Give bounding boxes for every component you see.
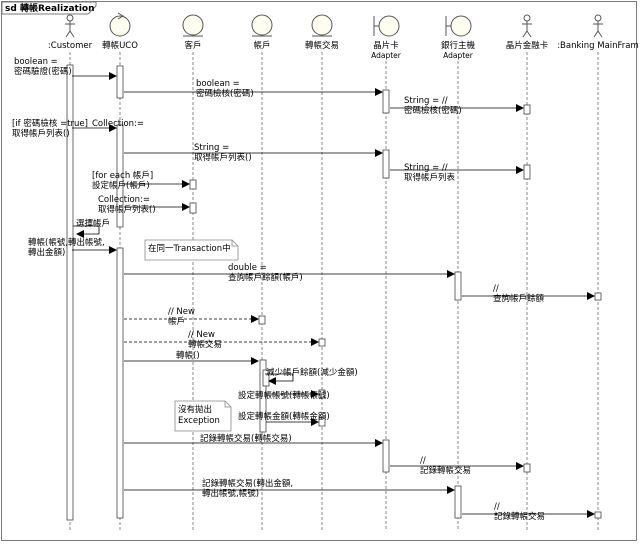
transfer-entity-icon <box>311 14 333 37</box>
message-label-m11: double = <box>228 263 267 273</box>
message-label-m5: String = <box>194 143 229 153</box>
message-m9-arrow <box>73 225 100 238</box>
message-label-m6: String = // <box>404 163 448 173</box>
activation-customer <box>66 64 74 521</box>
message-label-m2: boolean = <box>196 79 240 89</box>
message-label-m20: // <box>420 456 426 466</box>
activation-client <box>189 179 197 190</box>
uco-control-icon <box>109 12 131 37</box>
participant-customer: :Customer <box>48 14 93 530</box>
participant-account: 帳戶 <box>251 14 273 530</box>
message-label-m13: 帳戶 <box>168 316 185 327</box>
note-n1: 在同一Transaction中 <box>144 239 239 261</box>
message-label-m19: 記錄轉帳交易(轉帳交易) <box>200 433 292 444</box>
activation-card <box>382 89 390 114</box>
activation-account <box>259 359 267 433</box>
message-label-m18: 設定轉帳金額(轉帳金額) <box>238 411 330 422</box>
message-label-m4b: Collection:= <box>92 119 144 129</box>
note-text-n2: Exception <box>178 416 220 426</box>
frame-title-tab: sd 轉帳Realization <box>1 1 97 15</box>
message-label-m16: 減少帳戶餘額(減少金額) <box>266 367 358 378</box>
mainframe-actor-icon <box>593 14 603 38</box>
uco-name: 轉帳UCO <box>102 40 138 51</box>
customer-name: :Customer <box>48 41 93 51</box>
activation-mainframe <box>594 292 602 301</box>
activation-bank <box>454 485 462 519</box>
client-name: 客戶 <box>184 40 201 51</box>
message-label-m9: 選擇帳戶 <box>76 218 110 229</box>
message-label-m3: String = // <box>404 96 448 106</box>
activation-transfer <box>318 389 326 399</box>
message-label-m21: 轉出帳號,帳號) <box>202 488 259 499</box>
mainframe-name: :Banking MainFram <box>557 41 639 51</box>
activation-transfer <box>318 417 326 427</box>
participant-cardsys: 晶片金融卡 <box>506 14 549 530</box>
note-text-n1: 在同一Transaction中 <box>148 243 231 254</box>
activation-bank <box>454 271 462 301</box>
account-entity-icon <box>251 14 273 37</box>
participant-transfer: 轉帳交易 <box>305 14 339 530</box>
cardsys-actor-icon <box>522 14 532 38</box>
message-label-m2: 密碼檢核(密碼) <box>196 88 254 99</box>
message-label-m7: 設定帳戶(帳戶) <box>92 180 150 191</box>
message-label-m4: 取得帳戶列表() <box>12 128 70 139</box>
message-label-m7: [for each 帳戶] <box>92 170 153 181</box>
account-name: 帳戶 <box>253 40 270 51</box>
card-boundary-icon <box>373 15 400 37</box>
message-label-m17: 設定轉帳帳號(轉帳帳號) <box>238 390 330 401</box>
client-entity-icon <box>182 14 204 37</box>
activation-cardsys <box>523 463 531 473</box>
participant-client: 客戶 <box>182 14 204 530</box>
message-label-m22: 記錄轉帳交易 <box>494 511 545 522</box>
activation-client <box>189 202 197 214</box>
activation-uco <box>116 247 124 519</box>
message-label-m10: 轉出金額) <box>28 247 65 258</box>
activation-cardsys <box>523 104 531 115</box>
bank-stereotype: Adapter <box>443 51 474 60</box>
frame-title: sd 轉帳Realization <box>5 2 95 14</box>
message-label-m5: 取得帳戶列表() <box>194 152 252 163</box>
message-label-m13: // New <box>168 307 195 317</box>
bank-boundary-icon <box>445 15 472 37</box>
customer-actor-icon <box>65 14 75 38</box>
message-label-m12: 查詢帳戶餘額 <box>493 293 545 304</box>
message-label-m21: 記錄轉帳交易(轉出金額, <box>202 478 293 489</box>
message-label-m8: Collection:= <box>98 195 150 205</box>
transfer-name: 轉帳交易 <box>305 40 339 51</box>
message-label-m6: 取得帳戶列表 <box>404 172 456 183</box>
activation-uco <box>116 124 124 228</box>
participant-mainframe: :Banking MainFram <box>557 14 639 530</box>
activation-mainframe <box>594 511 602 519</box>
message-label-m10: 轉帳(帳號,轉出帳號, <box>28 237 105 248</box>
activation-uco <box>116 65 124 99</box>
card-name: 晶片卡 <box>373 40 399 51</box>
participant-uco: 轉帳UCO <box>102 12 138 530</box>
bank-name: 銀行主機 <box>441 40 476 51</box>
activation-account <box>258 315 266 325</box>
note-text-n2: 沒有拋出 <box>178 404 212 415</box>
message-label-m14: // New <box>188 330 215 340</box>
message-m16-arrow <box>265 373 294 385</box>
message-label-m4: [if 密碼檢核 =true] <box>12 118 88 129</box>
message-label-m20: 記錄轉帳交易 <box>420 465 471 476</box>
activation-cardsys <box>523 164 531 180</box>
message-label-m3: 密碼檢核(密碼) <box>404 105 462 116</box>
cardsys-name: 晶片金融卡 <box>506 40 549 51</box>
activation-transfer <box>318 338 326 347</box>
message-label-m8: 取得帳戶列表() <box>98 204 156 215</box>
message-label-m15: 轉帳() <box>176 350 200 361</box>
activation-card <box>382 439 390 473</box>
message-label-m22: // <box>494 502 500 512</box>
message-label-m1: boolean = <box>14 57 58 67</box>
message-label-m11: 查詢帳戶餘額(帳戶) <box>228 272 303 283</box>
activation-card <box>382 149 390 179</box>
card-stereotype: Adapter <box>371 51 402 60</box>
message-label-m1: 密碼驗證(密碼) <box>14 66 72 77</box>
message-label-m14: 轉帳交易 <box>188 339 222 350</box>
message-label-m12: // <box>493 284 499 294</box>
